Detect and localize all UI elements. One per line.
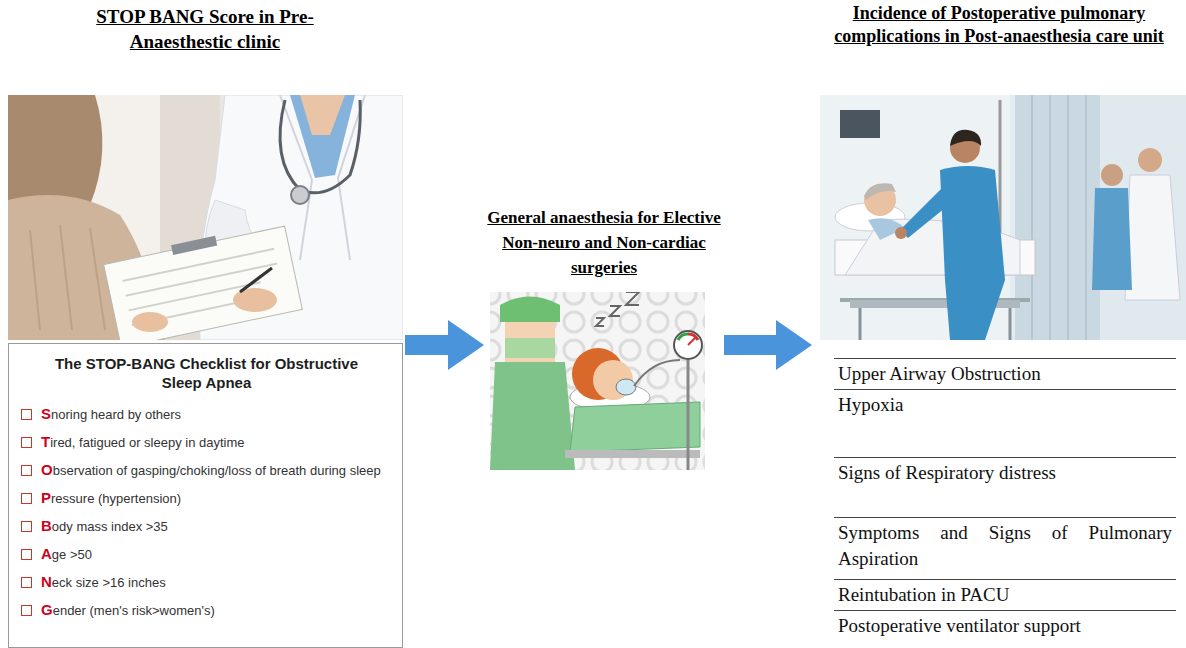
recovery-ward-photo — [950, 130, 981, 146]
recovery-ward-photo — [1101, 164, 1123, 186]
checklist-text: Gender (men's risk>women's) — [41, 602, 392, 619]
checklist-text: Age >50 — [41, 546, 392, 563]
anaesthesia-cartoon — [490, 292, 705, 470]
anaesthesia-cartoon — [688, 337, 696, 345]
checklist-text: Neck size >16 inches — [41, 574, 392, 591]
anaesthesia-cartoon — [505, 322, 555, 362]
stage-column: The STOP-BANG Checklist for Obstructive … — [5, 0, 405, 648]
checklist-item: Observation of gasping/choking/loss of b… — [21, 462, 392, 479]
clinic-photo — [280, 95, 365, 260]
checklist-text: Snoring heard by others — [41, 406, 392, 423]
table-cell: Hypoxia — [834, 389, 1176, 457]
checklist-item: Body mass index >35 — [21, 518, 392, 535]
table-cell: Reintubation in PACU — [834, 579, 1176, 610]
recovery-ward-photo — [840, 110, 880, 138]
checklist-item: Pressure (hypertension) — [21, 490, 392, 507]
table-cell: Postoperative ventilator support — [834, 610, 1176, 646]
recovery-ward-photo — [820, 95, 1186, 340]
block-arrow — [724, 335, 788, 355]
recovery-ward-photo — [864, 183, 896, 200]
anaesthesia-cartoon — [500, 297, 560, 323]
clinic-photo — [280, 100, 360, 193]
recovery-ward-photo — [1125, 175, 1180, 300]
anaesthesia-cartoon — [570, 402, 700, 452]
clinic-photo — [103, 221, 303, 340]
checklist-item: Age >50 — [21, 546, 392, 563]
anaesthesia-cartoon — [616, 379, 636, 395]
clinic-photo — [233, 288, 277, 312]
clinic-photo — [291, 186, 309, 204]
checklist-box: The STOP-BANG Checklist for Obstructive … — [8, 343, 403, 648]
recovery-ward-photo — [864, 184, 896, 216]
checklist-item: Snoring heard by others — [21, 406, 392, 423]
anaesthesia-cartoon — [596, 292, 639, 326]
table-cell: Symptoms and Signs of Pulmonary Aspirati… — [834, 517, 1176, 579]
checklist-text: Observation of gasping/choking/loss of b… — [41, 462, 392, 479]
checklist-heading-row: The STOP-BANG Checklist for Obstructive … — [21, 354, 392, 392]
recovery-ward-photo — [1032, 95, 1086, 340]
section-heading: STOP BANG Score in Pre-Anaesthestic clin… — [95, 4, 315, 54]
anaesthesia-cartoon — [565, 450, 700, 458]
table-cell: Signs of Respiratory distress — [834, 457, 1176, 517]
clinic-photo — [290, 95, 355, 178]
checklist-item: Neck size >16 inches — [21, 574, 392, 591]
recovery-ward-photo — [1138, 148, 1162, 172]
anaesthesia-cartoon — [678, 334, 688, 340]
anaesthesia-cartoon — [490, 362, 575, 470]
block-arrow — [405, 335, 460, 355]
recovery-ward-photo — [895, 227, 907, 239]
anaesthesia-cartoon — [634, 360, 680, 386]
outcome-table: Upper Airway ObstructionHypoxiaSigns of … — [834, 358, 1176, 646]
recovery-ward-photo — [1092, 188, 1132, 290]
checklist-text: Tired, fatigued or sleepy in daytime — [41, 434, 392, 451]
checklist-item: Tired, fatigued or sleepy in daytime — [21, 434, 392, 451]
clinic-photo — [240, 268, 272, 292]
clinic-photo — [171, 236, 217, 255]
section-heading: Incidence of Postoperative pulmonary com… — [813, 2, 1185, 48]
anaesthesia-cartoon — [687, 360, 690, 470]
anaesthesia-cartoon — [674, 331, 702, 359]
section-heading: General anaesthesia for Elective Non-neu… — [487, 205, 722, 280]
checklist-text: Body mass index >35 — [41, 518, 392, 535]
recovery-ward-photo — [820, 95, 1186, 340]
clinic-photo — [104, 226, 303, 340]
clinic-photo — [132, 312, 168, 332]
recovery-ward-photo — [940, 166, 1005, 340]
clinic-photo — [300, 95, 345, 135]
anaesthesia-cartoon — [490, 292, 705, 470]
stage-column: General anaesthesia for Elective Non-neu… — [484, 205, 724, 475]
checklist-text: Pressure (hypertension) — [41, 490, 392, 507]
clinic-photo — [8, 95, 403, 340]
clinic-photo — [30, 225, 105, 330]
checklist-item: Gender (men's risk>women's) — [21, 602, 392, 619]
table-cell: Upper Airway Obstruction — [834, 358, 1176, 389]
recovery-ward-photo — [900, 185, 955, 238]
anaesthesia-cartoon — [505, 338, 555, 358]
stage-column: Upper Airway ObstructionHypoxiaSigns of … — [812, 0, 1186, 648]
checklist-title: The STOP-BANG Checklist for Obstructive … — [41, 354, 372, 392]
recovery-ward-photo — [1015, 95, 1100, 340]
